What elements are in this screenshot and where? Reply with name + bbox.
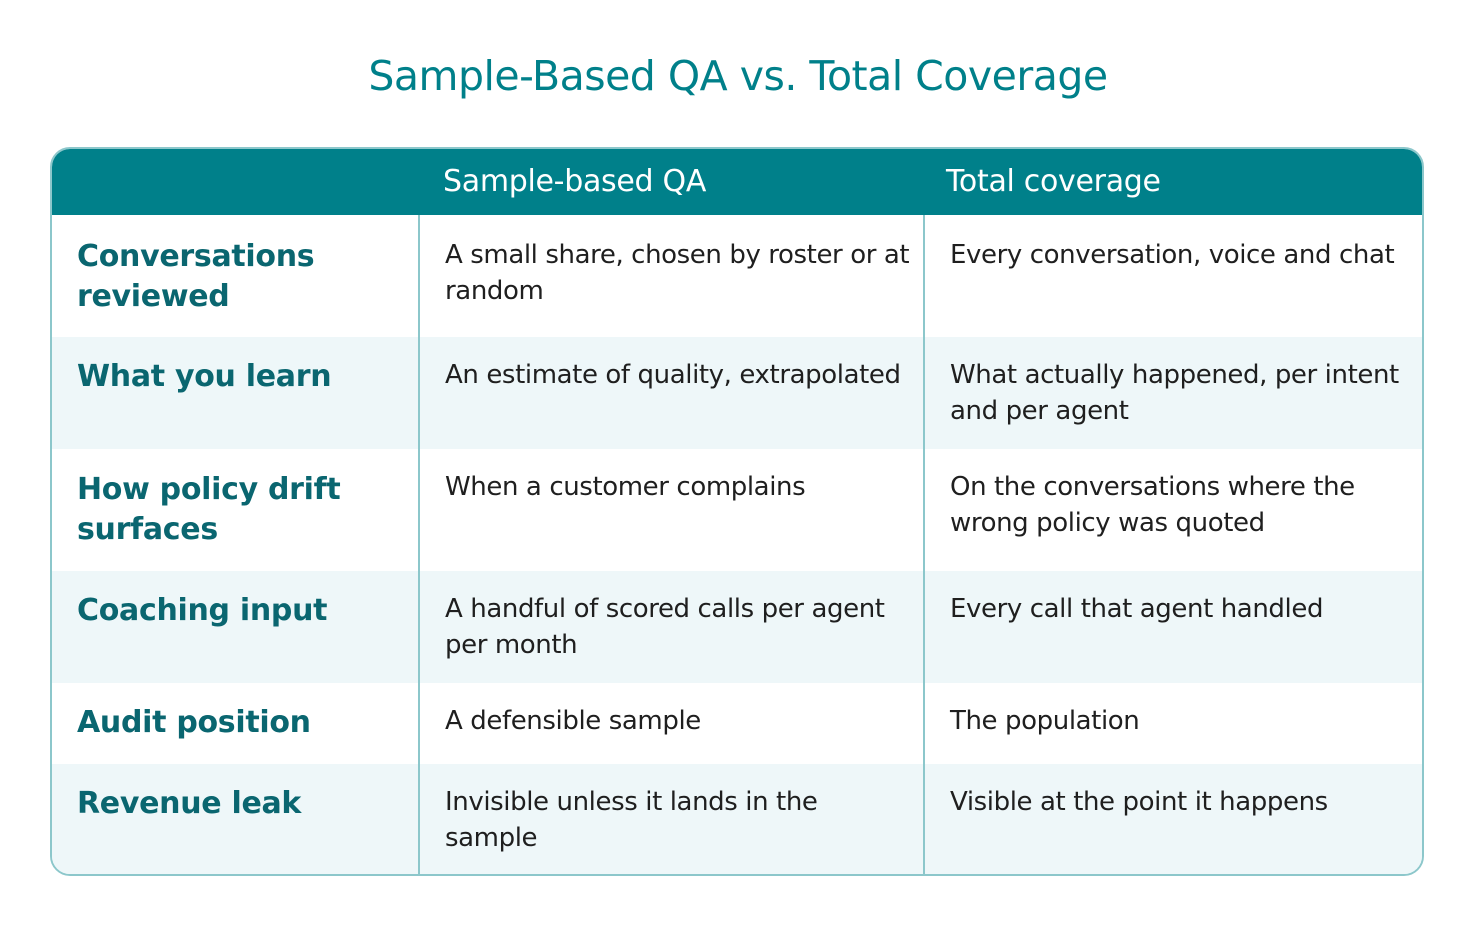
- total-cell: What actually happened, per intent and p…: [950, 360, 1399, 426]
- table-row: Revenue leak Invisible unless it lands i…: [52, 764, 1422, 874]
- sample-cell: Invisible unless it lands in the sample: [445, 787, 818, 853]
- table-row: Conversations reviewed A small share, ch…: [52, 215, 1422, 337]
- header-sample-based-qa: Sample-based QA: [443, 164, 707, 199]
- total-cell: Visible at the point it happens: [950, 787, 1328, 817]
- sample-cell: A handful of scored calls per agent per …: [445, 594, 885, 660]
- row-label: Audit position: [77, 705, 311, 740]
- row-label: Coaching input: [77, 593, 328, 628]
- comparison-table: Sample-based QA Total coverage Conversat…: [50, 147, 1424, 876]
- row-label: What you learn: [77, 359, 332, 394]
- column-divider: [923, 215, 925, 874]
- sample-cell: An estimate of quality, extrapolated: [445, 360, 901, 390]
- column-divider: [418, 215, 420, 874]
- row-label: Revenue leak: [77, 786, 302, 821]
- row-label: How policy drift surfaces: [77, 472, 341, 547]
- table-header-row: Sample-based QA Total coverage: [52, 149, 1422, 215]
- page-title: Sample-Based QA vs. Total Coverage: [368, 52, 1108, 100]
- table-row: How policy drift surfaces When a custome…: [52, 449, 1422, 571]
- total-cell: Every call that agent handled: [950, 594, 1324, 624]
- header-total-coverage: Total coverage: [946, 164, 1161, 199]
- table-row: Audit position A defensible sample The p…: [52, 683, 1422, 764]
- sample-cell: A defensible sample: [445, 706, 701, 736]
- row-label: Conversations reviewed: [77, 239, 315, 314]
- total-cell: On the conversations where the wrong pol…: [950, 472, 1355, 538]
- sample-cell: A small share, chosen by roster or at ra…: [445, 240, 910, 306]
- table-row: What you learn An estimate of quality, e…: [52, 337, 1422, 449]
- total-cell: Every conversation, voice and chat: [950, 240, 1395, 270]
- sample-cell: When a customer complains: [445, 472, 806, 502]
- total-cell: The population: [950, 706, 1140, 736]
- table-row: Coaching input A handful of scored calls…: [52, 571, 1422, 683]
